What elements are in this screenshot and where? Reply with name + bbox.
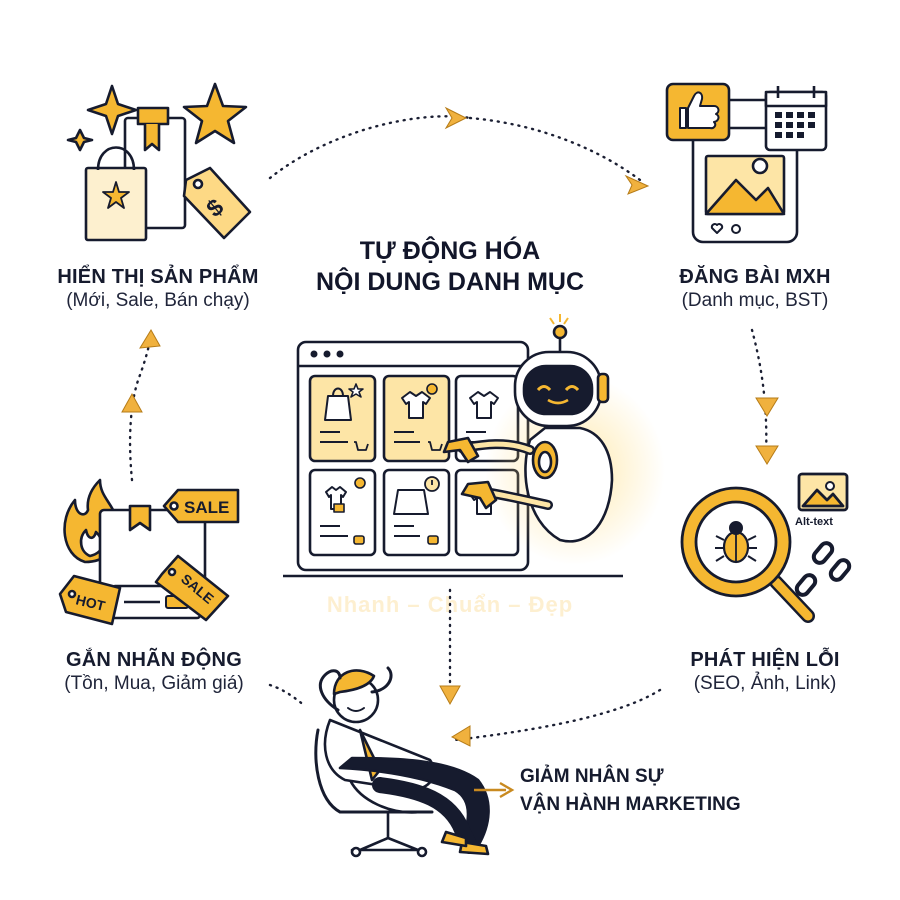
- arrowhead-top-right: [624, 174, 650, 195]
- arrowhead-bottom-right: [450, 725, 471, 747]
- broken-link-icon: [794, 541, 852, 597]
- magnifier-bug-icon: [680, 472, 852, 623]
- center-title-line1: TỰ ĐỘNG HÓA: [359, 237, 541, 265]
- arrowhead-center-down: [439, 685, 461, 706]
- arrowhead-right-2: [755, 445, 779, 465]
- step-show-products: HIỂN THỊ SẢN PHẨM (Mới, Sale, Bán chạy): [38, 265, 278, 313]
- arrowhead-right-1: [755, 397, 779, 417]
- result-line1: GIẢM NHÂN SỰ: [520, 766, 664, 787]
- step-detect-errors-subtitle: (SEO, Ảnh, Link): [693, 673, 837, 695]
- flow-arrow-bottom-right: [453, 688, 662, 742]
- step-detect-errors-title: PHÁT HIỆN LỖI: [690, 649, 840, 671]
- arrowhead-top: [444, 106, 468, 130]
- flow-arrow-right: [750, 328, 768, 457]
- arrowhead-left-2: [139, 329, 161, 349]
- bug-icon: [715, 521, 757, 564]
- result-text: GIẢM NHÂN SỰ VẬN HÀNH MARKETING: [520, 763, 741, 818]
- social-post-icon: [665, 82, 828, 244]
- step-social-post: ĐĂNG BÀI MXH (Danh mục, BST): [640, 265, 870, 313]
- step-social-post-title: ĐĂNG BÀI MXH: [679, 266, 831, 288]
- result-arrow: [474, 781, 515, 799]
- step-dynamic-tags-title: GẮN NHÃN ĐỘNG: [66, 649, 242, 671]
- center-title: TỰ ĐỘNG HÓA NỘI DUNG DANH MỤC: [265, 236, 635, 299]
- step-social-post-subtitle: (Danh mục, BST): [681, 290, 829, 312]
- center-title-line2: NỘI DUNG DANH MỤC: [315, 268, 585, 297]
- flow-arrow-bottom-left: [268, 683, 307, 708]
- step-dynamic-tags: GẮN NHÃN ĐỘNG (Tồn, Mua, Giảm giá): [34, 648, 274, 696]
- step-dynamic-tags-subtitle: (Tồn, Mua, Giảm giá): [64, 673, 244, 695]
- sale-tag-top-label: SALE: [184, 498, 229, 517]
- arrowhead-left-1: [121, 392, 143, 413]
- step-show-products-subtitle: (Mới, Sale, Bán chạy): [66, 290, 250, 312]
- step-show-products-title: HIỂN THỊ SẢN PHẨM: [57, 266, 259, 288]
- watermark: Nhanh – Chuẩn – Đẹp: [326, 592, 574, 617]
- star-icon: [182, 82, 248, 145]
- relaxed-man-icon: [314, 666, 490, 858]
- hot-tag-label: HOT: [74, 591, 107, 614]
- robot-icon: [442, 314, 665, 565]
- flow-arrow-top: [268, 115, 472, 180]
- hot-tag: [58, 574, 122, 626]
- result-line2: VẬN HÀNH MARKETING: [520, 793, 741, 815]
- step-detect-errors: PHÁT HIỆN LỖI (SEO, Ảnh, Link): [660, 648, 870, 696]
- shopping-bags-icon: $: [66, 82, 252, 242]
- sale-tag-top: [162, 488, 240, 524]
- alt-text-label: Alt-text: [795, 516, 833, 528]
- flow-arrow-top-right: [468, 116, 642, 182]
- dynamic-tags-icon: [58, 478, 240, 626]
